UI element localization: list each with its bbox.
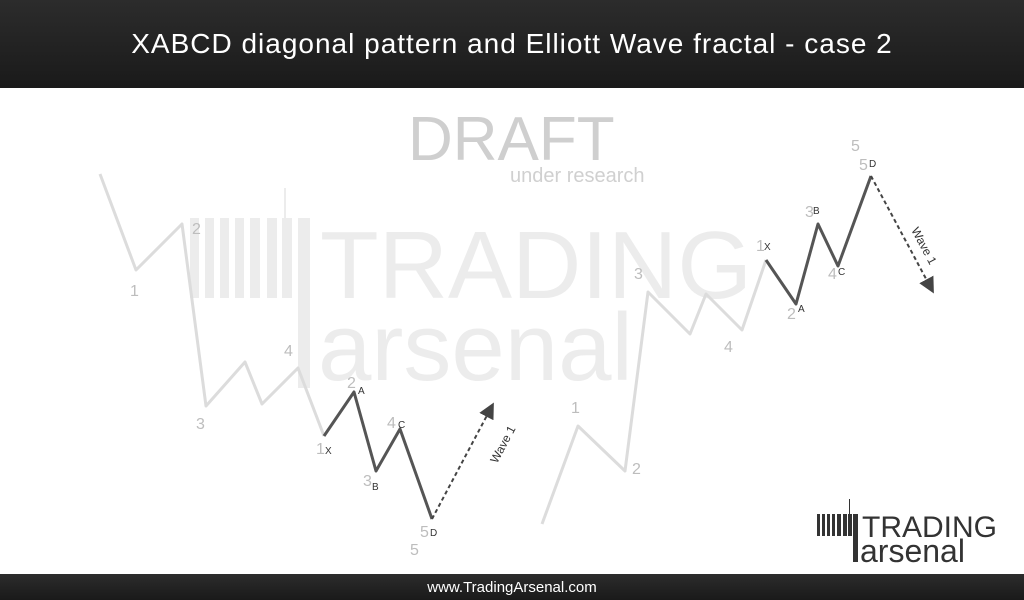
trading-arsenal-logo: TRADING arsenal: [817, 499, 997, 569]
footer-url: www.TradingArsenal.com: [427, 578, 597, 596]
right-grey-wave: [540, 259, 768, 525]
left-wave-num: 1: [316, 441, 325, 458]
left-wave-num: 2: [192, 221, 201, 238]
left-xabcd-line: [322, 390, 434, 520]
watermark-subtitle: under research: [510, 165, 645, 187]
left-wave-num: 3: [363, 473, 372, 490]
right-wave-num: 5: [859, 157, 868, 174]
left-wave-num: 5: [420, 524, 429, 541]
right-wave-num: 1: [571, 400, 580, 417]
logo-text-top: TRADING: [862, 511, 997, 544]
right-wave-num: 3: [634, 266, 643, 283]
right-point-d: D: [869, 159, 876, 170]
left-wave-num: 1: [130, 283, 139, 300]
right-wave-num: 5: [851, 138, 860, 155]
watermark-brand-bottom: arsenal: [318, 294, 633, 401]
left-point-b: B: [372, 482, 379, 493]
right-wave1-label: Wave 1: [908, 225, 939, 267]
right-wave-num: 1: [756, 238, 765, 255]
right-projection-arrow: [870, 175, 934, 294]
right-wave-num: 4: [828, 266, 837, 283]
left-wave-num: 4: [387, 415, 396, 432]
watermark-logo-bars: [190, 188, 310, 388]
right-point-a: A: [798, 304, 805, 315]
left-wave-num: 2: [347, 375, 356, 392]
footer-bar: www.TradingArsenal.com: [0, 574, 1024, 600]
right-xabcd-line: [764, 175, 873, 306]
left-point-x: X: [325, 446, 332, 457]
left-point-c: C: [398, 420, 405, 431]
left-wave-num: 4: [284, 343, 293, 360]
title-bar: XABCD diagonal pattern and Elliott Wave …: [0, 0, 1024, 88]
right-wave-num: 4: [724, 339, 733, 356]
logo-text-bottom: arsenal: [860, 533, 965, 569]
left-point-a: A: [358, 386, 365, 397]
left-wave-num: 3: [196, 416, 205, 433]
watermark-draft: DRAFT: [408, 105, 615, 174]
diagram-canvas: DRAFT under research TRADING arsenal Wav…: [98, 105, 997, 569]
right-wave-num: 2: [787, 306, 796, 323]
watermark: DRAFT under research TRADING arsenal: [190, 105, 752, 401]
left-grey-wave: [98, 173, 326, 437]
page-title: XABCD diagonal pattern and Elliott Wave …: [131, 28, 893, 59]
right-point-b: B: [813, 206, 820, 217]
left-wave-num: 5: [410, 542, 419, 559]
right-wave-num: 3: [805, 204, 814, 221]
right-wave-num: 2: [632, 461, 641, 478]
logo-bars-icon: [817, 499, 858, 562]
watermark-brand-top: TRADING: [320, 212, 752, 319]
left-wave1-label: Wave 1: [487, 423, 518, 465]
left-point-d: D: [430, 528, 437, 539]
right-point-x: X: [764, 242, 771, 253]
left-projection-arrow: [431, 402, 494, 520]
right-point-c: C: [838, 267, 845, 278]
